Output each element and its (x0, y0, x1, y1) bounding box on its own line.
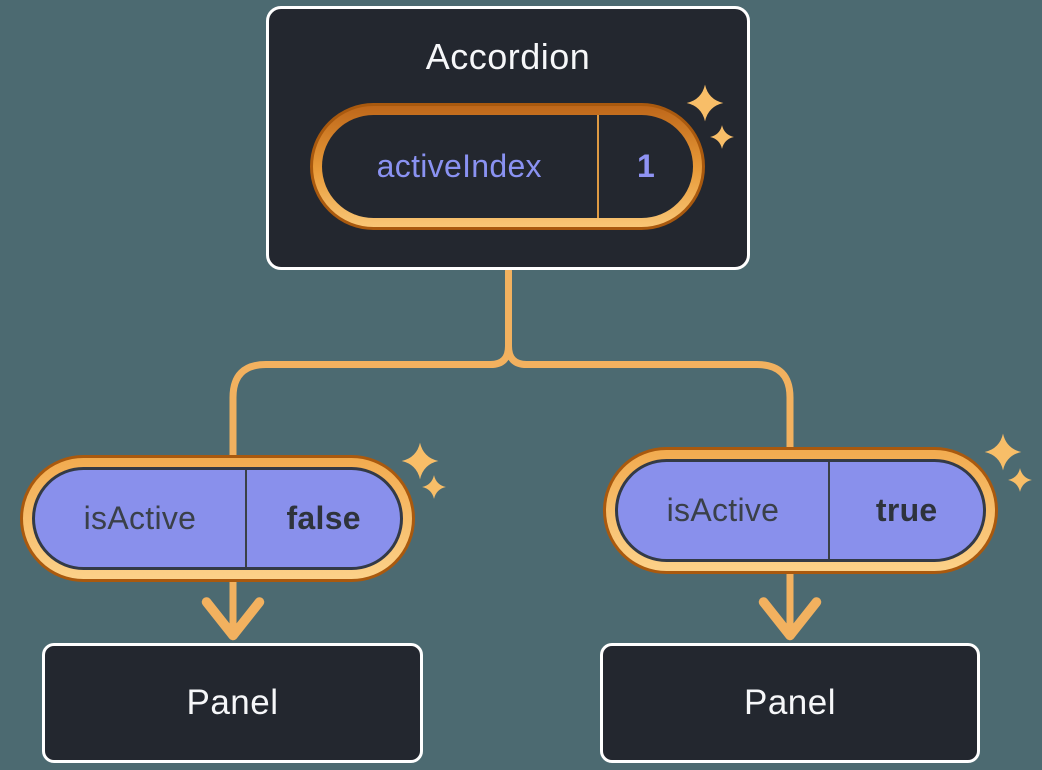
arrowhead-left-icon (201, 597, 265, 641)
sparkle-icon-right-small (1008, 468, 1032, 492)
sparkle-icon-left-small (422, 475, 446, 499)
state-pill-isactive-left: isActive false (20, 455, 415, 582)
panel-node-right: Panel (600, 643, 980, 763)
state-value-cell: 1 (599, 115, 693, 218)
connector-right-branch (505, 267, 794, 640)
state-pill-activeindex: activeIndex 1 (310, 103, 705, 230)
sparkle-icon-left-big (401, 442, 439, 480)
state-value-isactive-left: false (286, 500, 361, 536)
state-pill-isactive-right-body: isActive true (615, 459, 986, 562)
panel-right-label: Panel (743, 683, 837, 722)
state-name-isactive-left: isActive (83, 500, 197, 536)
pill-divider (827, 462, 831, 559)
sparkle-icon-accordion-big (686, 84, 724, 122)
pill-divider (596, 115, 600, 218)
pill-divider (244, 470, 248, 567)
state-pill-isactive-left-body: isActive false (32, 467, 403, 570)
state-value-activeindex: 1 (636, 148, 656, 184)
accordion-component-node: Accordion activeIndex 1 (266, 6, 750, 270)
state-name-cell: activeIndex (322, 115, 597, 218)
panel-left-label: Panel (186, 683, 279, 722)
state-pill-activeindex-body: activeIndex 1 (322, 115, 693, 218)
state-name-cell: isActive (35, 470, 245, 567)
state-name-isactive-right: isActive (666, 492, 780, 528)
state-value-isactive-right: true (875, 492, 938, 528)
state-value-cell: true (830, 462, 983, 559)
sparkle-icon-right-big (984, 433, 1022, 471)
state-value-cell: false (247, 470, 400, 567)
state-name-cell: isActive (618, 462, 828, 559)
state-name-activeindex: activeIndex (376, 148, 542, 184)
arrowhead-right-icon (758, 597, 822, 641)
panel-node-left: Panel (42, 643, 423, 763)
sparkle-icon-accordion-small (710, 125, 734, 149)
accordion-node-title: Accordion (425, 36, 591, 77)
state-pill-isactive-right: isActive true (603, 447, 998, 574)
